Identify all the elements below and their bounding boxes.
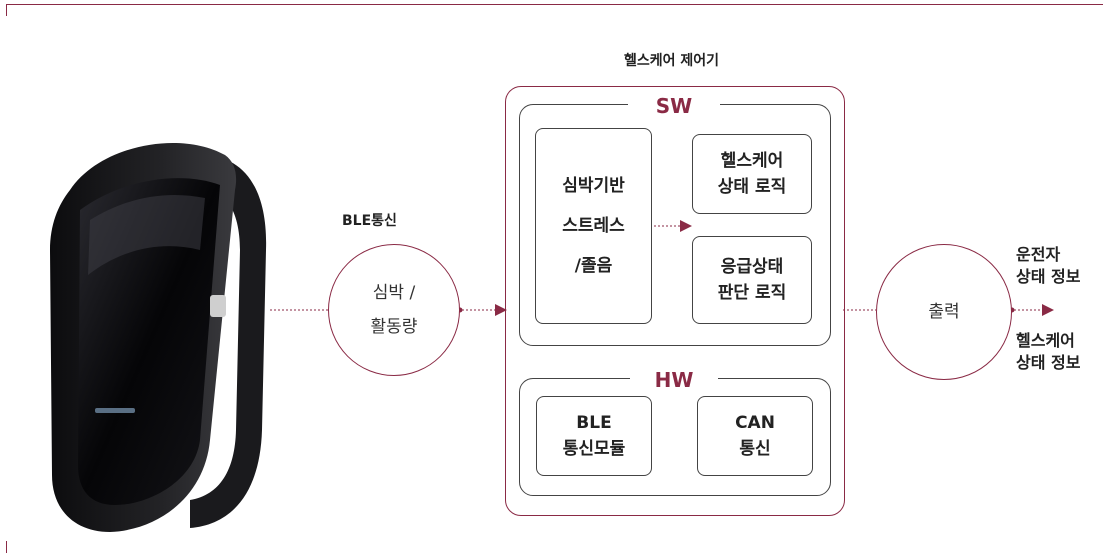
wristband-image <box>50 142 267 532</box>
top-border-line <box>6 4 1103 5</box>
input-arrowhead <box>495 304 507 316</box>
driver-status-output-label: 운전자 상태 정보 <box>1016 245 1081 286</box>
ble-module-box: BLE 통신모듈 <box>536 396 652 476</box>
stress-drowsiness-box: 심박기반 스트레스 /졸음 <box>535 128 652 324</box>
health-status-output-label: 헬스케어 상태 정보 <box>1016 331 1081 372</box>
logic-arrowhead <box>680 220 692 232</box>
controller-title: 헬스케어 제어기 <box>624 53 720 69</box>
ble-comm-label: BLE통신 <box>342 213 397 229</box>
emergency-logic-box: 응급상태 판단 로직 <box>692 236 812 324</box>
health-logic-box: 헬스케어 상태 로직 <box>692 134 812 214</box>
output-circle: 출력 <box>876 244 1012 380</box>
sw-title: SW <box>628 94 720 118</box>
left-border-tick-bottom <box>6 541 7 553</box>
input-circle: 심박 / 활동량 <box>328 244 460 376</box>
output-arrowhead <box>1042 304 1054 316</box>
hw-title: HW <box>630 368 718 392</box>
can-comm-box: CAN 통신 <box>697 396 813 476</box>
controller-outer-box <box>505 86 845 516</box>
left-border-tick-top <box>6 4 7 16</box>
